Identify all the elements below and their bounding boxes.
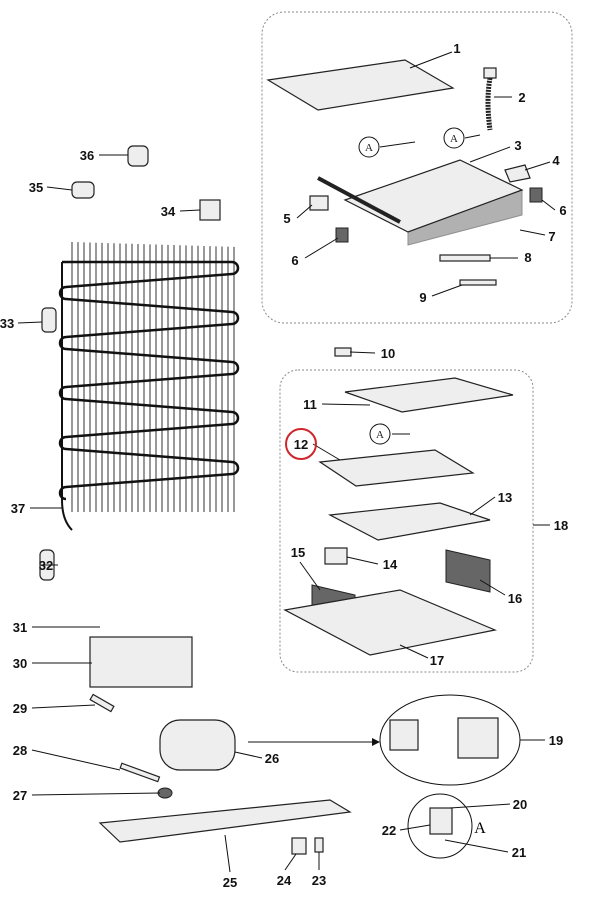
- label-6-right[interactable]: 6: [559, 203, 566, 218]
- part-2-top: [483, 67, 497, 79]
- label-30[interactable]: 30: [13, 656, 27, 671]
- label-27[interactable]: 27: [13, 788, 27, 803]
- label-22[interactable]: 22: [382, 823, 396, 838]
- label-4[interactable]: 4: [552, 153, 560, 168]
- part-24-foot: [291, 837, 307, 855]
- label-17[interactable]: 17: [430, 653, 444, 668]
- label-12[interactable]: 12: [294, 437, 308, 452]
- part-33-part: [41, 307, 57, 333]
- label-15[interactable]: 15: [291, 545, 305, 560]
- connector-a-marks: A A A A: [358, 127, 486, 837]
- condenser-coil: [58, 242, 240, 531]
- part-25-plate: [98, 799, 352, 843]
- label-3[interactable]: 3: [514, 138, 521, 153]
- part-4-clip: [504, 164, 531, 183]
- part-14-block: [324, 547, 348, 565]
- label-19[interactable]: 19: [549, 733, 563, 748]
- part-7-evaporator-side: [407, 189, 523, 246]
- label-37[interactable]: 37: [11, 501, 25, 516]
- highlight-circle-12: [285, 428, 317, 460]
- shelf-group-box: [279, 369, 534, 673]
- part-36-part: [127, 145, 149, 167]
- label-5[interactable]: 5: [283, 211, 290, 226]
- label-25[interactable]: 25: [223, 875, 237, 890]
- part-1-cover: [266, 59, 455, 111]
- part-6-left: [335, 227, 349, 243]
- label-13[interactable]: 13: [498, 490, 512, 505]
- part-3-tube: [317, 176, 401, 224]
- label-10[interactable]: 10: [381, 346, 395, 361]
- part-17-tray: [283, 589, 498, 656]
- label-2[interactable]: 2: [518, 90, 525, 105]
- label-18[interactable]: 18: [554, 518, 568, 533]
- label-35[interactable]: 35: [29, 180, 43, 195]
- leader-lines: [17, 51, 556, 873]
- label-29[interactable]: 29: [13, 701, 27, 716]
- label-26[interactable]: 26: [265, 751, 279, 766]
- part-labels: 1 2 3 4 5 6 6 7 8 9 10 11 12 13 14 15 16…: [0, 41, 568, 890]
- part-28-bracket: [119, 762, 161, 783]
- label-31[interactable]: 31: [13, 620, 27, 635]
- label-23[interactable]: 23: [312, 873, 326, 888]
- part-22-relay: [429, 807, 453, 835]
- part-9-strip: [459, 279, 497, 286]
- label-6-left[interactable]: 6: [291, 253, 298, 268]
- label-7[interactable]: 7: [548, 229, 555, 244]
- part-8-sensor: [439, 254, 491, 262]
- part-19-relay: [389, 719, 419, 751]
- part-29-pin: [89, 693, 115, 713]
- label-32[interactable]: 32: [39, 558, 53, 573]
- part-30-housing: [89, 636, 193, 688]
- label-1[interactable]: 1: [453, 41, 460, 56]
- arrow-right-icon: [372, 738, 380, 746]
- part-27-grommet: [157, 787, 173, 799]
- svg-text:A: A: [474, 820, 486, 837]
- label-8[interactable]: 8: [524, 250, 531, 265]
- label-21[interactable]: 21: [512, 845, 526, 860]
- label-24[interactable]: 24: [277, 873, 292, 888]
- svg-text:A: A: [376, 429, 384, 441]
- part-6-right: [529, 187, 543, 203]
- label-36[interactable]: 36: [80, 148, 94, 163]
- label-34[interactable]: 34: [161, 204, 176, 219]
- part-35-part: [71, 181, 95, 199]
- label-9[interactable]: 9: [419, 290, 426, 305]
- label-11[interactable]: 11: [303, 397, 317, 412]
- svg-text:A: A: [365, 142, 373, 154]
- part-10-sensor: [334, 347, 352, 357]
- part-16-pad: [445, 549, 491, 593]
- part-19-cover: [457, 717, 499, 759]
- label-14[interactable]: 14: [383, 557, 398, 572]
- detail-a-circle: [407, 793, 473, 859]
- part-12-heater-grid: [318, 449, 475, 487]
- label-33[interactable]: 33: [0, 316, 14, 331]
- part-34-part: [199, 199, 221, 221]
- evaporator-group-box: [261, 11, 573, 324]
- part-23-screw: [314, 837, 324, 853]
- part-2-hose: [485, 77, 493, 131]
- part-11-glass-shelf: [344, 377, 514, 413]
- svg-text:A: A: [450, 133, 458, 145]
- label-20[interactable]: 20: [513, 797, 527, 812]
- part-5-bracket: [309, 195, 329, 211]
- label-28[interactable]: 28: [13, 743, 27, 758]
- part-26-compressor: [159, 719, 236, 771]
- label-16[interactable]: 16: [508, 591, 522, 606]
- part-13-cover: [327, 502, 491, 541]
